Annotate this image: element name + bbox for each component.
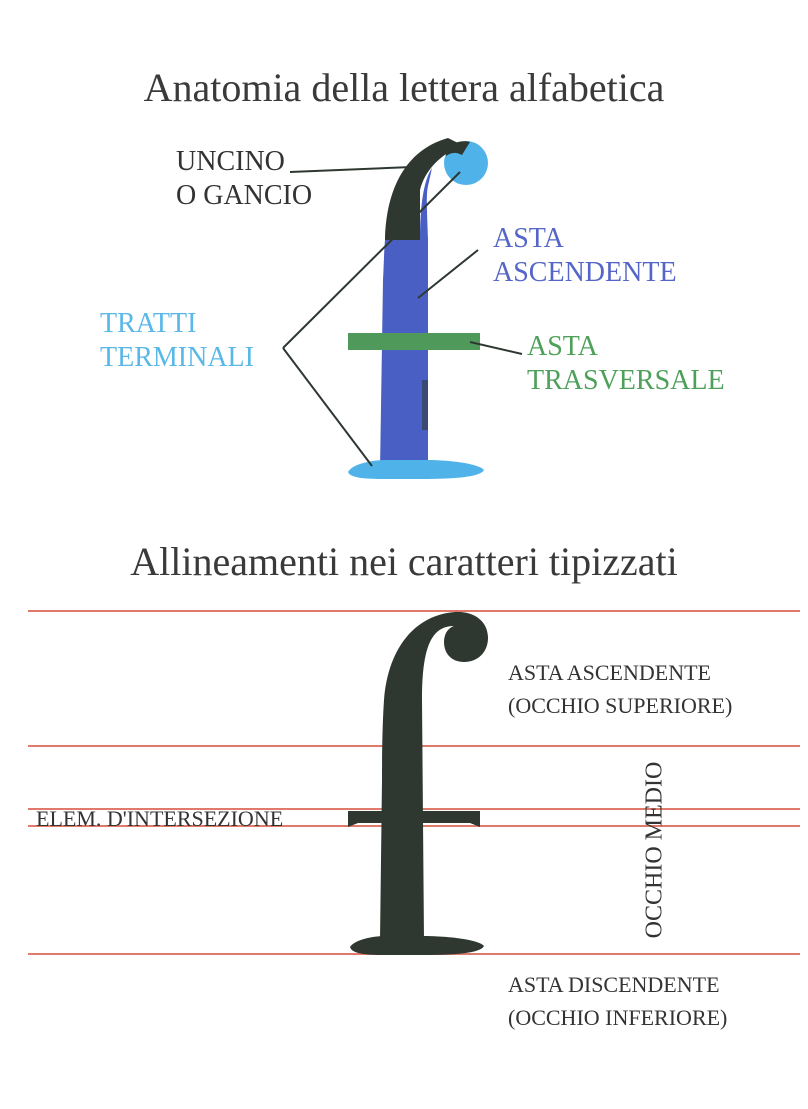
leader-lines [282, 166, 523, 467]
label-tratti-terminali-line1: TRATTI [100, 308, 197, 339]
label-uncino-line2: O GANCIO [176, 180, 313, 211]
label-tratti-terminali-line2: TERMINALI [100, 342, 254, 373]
label-descender-line1: ASTA DISCENDENTE [508, 972, 720, 997]
leader-uncino [289, 166, 413, 173]
label-asta-trasversale-line1: ASTA [527, 331, 598, 362]
dark-foot [350, 936, 484, 955]
anatomy-title: Anatomia della lettera alfabetica [143, 65, 665, 110]
leader-asta-trasversale [469, 341, 523, 355]
label-asta-trasversale: ASTA TRASVERSALE [527, 330, 725, 398]
label-asta-ascendente: ASTA ASCENDENTE [493, 222, 677, 290]
leader-tratti-top [282, 171, 461, 349]
label-tratti-terminali: TRATTI TERMINALI [100, 307, 254, 375]
label-occhio-medio: OCCHIO MEDIO [641, 761, 668, 939]
ascender-stem [380, 168, 432, 470]
label-asta-ascendente-line2: ASCENDENTE [493, 257, 677, 288]
label-uncino: UNCINO O GANCIO [176, 145, 312, 213]
letter-f-alignment-icon [348, 611, 488, 955]
hook-shape [385, 138, 462, 240]
terminal-ball-dark [446, 141, 470, 156]
label-descender-line2: (OCCHIO INFERIORE) [508, 1005, 728, 1030]
crossbar [348, 333, 480, 350]
stem-shadow [422, 380, 428, 430]
label-ascender-line2: (OCCHIO SUPERIORE) [508, 693, 733, 718]
dark-stem [380, 611, 488, 940]
foot-terminal [348, 460, 484, 479]
label-ascender: ASTA ASCENDENTE (OCCHIO SUPERIORE) [508, 656, 732, 722]
leader-tratti-bottom [282, 347, 373, 467]
alignment-title: Allineamenti nei caratteri tipizzati [130, 539, 678, 584]
label-uncino-line1: UNCINO [176, 146, 285, 177]
letter-f-anatomy-icon [348, 138, 488, 479]
label-asta-ascendente-line1: ASTA [493, 223, 564, 254]
label-intersection: ELEM. D'INTERSEZIONE [36, 806, 284, 831]
label-descender: ASTA DISCENDENTE (OCCHIO INFERIORE) [508, 968, 727, 1034]
leader-asta-ascendente [417, 249, 479, 299]
label-ascender-line1: ASTA ASCENDENTE [508, 660, 711, 685]
label-asta-trasversale-line2: TRASVERSALE [527, 365, 725, 396]
dark-crossbar [348, 811, 480, 827]
